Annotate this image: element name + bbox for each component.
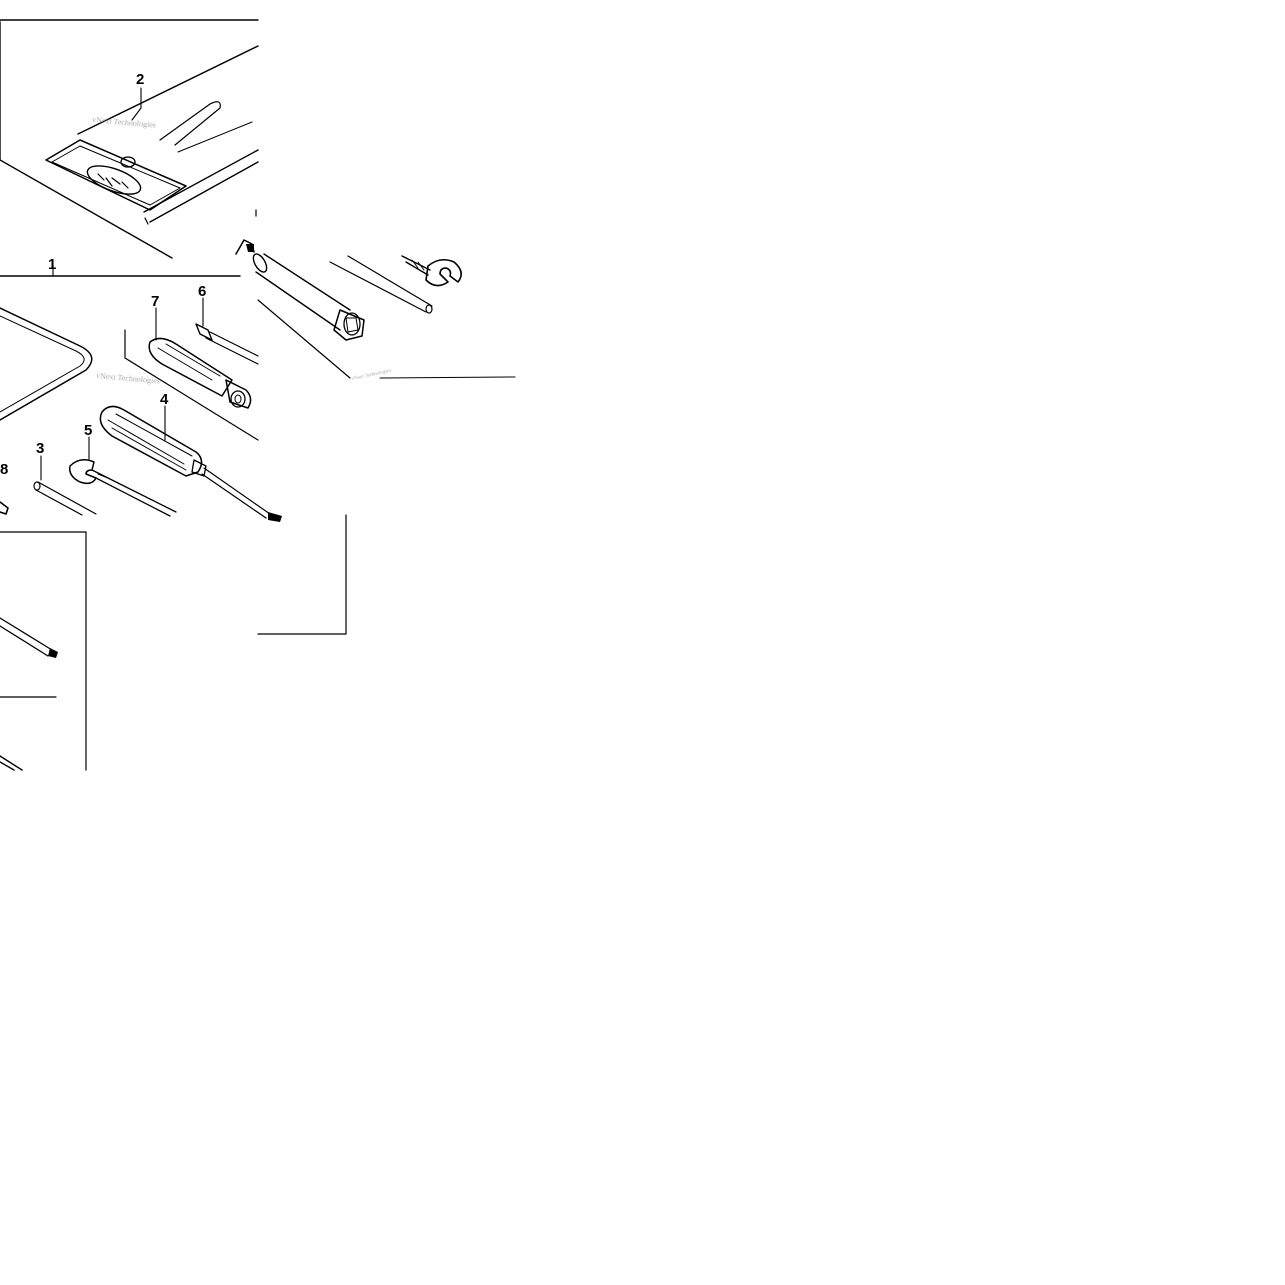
callout-7: 7 bbox=[151, 293, 159, 310]
callout-1: 1 bbox=[48, 256, 56, 273]
tool-bag-illustration bbox=[0, 21, 259, 259]
watermark-right: vNext Technologies bbox=[351, 369, 391, 382]
callout-5: 5 bbox=[84, 422, 92, 439]
callout-2: 2 bbox=[136, 71, 144, 88]
extension-bar-illustration bbox=[0, 617, 58, 771]
rod-illustration bbox=[33, 481, 97, 516]
callout-labels: 1 2 3 4 5 6 7 8 bbox=[0, 71, 206, 478]
double-wrench-illustration bbox=[68, 459, 177, 517]
watermarks: vNext Technologies vNext Technologies vN… bbox=[92, 115, 392, 386]
callout-4: 4 bbox=[160, 391, 169, 408]
watermark-top: vNext Technologies bbox=[92, 115, 156, 130]
box-spanner-illustration bbox=[124, 329, 259, 441]
screwdriver-illustration bbox=[99, 405, 282, 522]
screwdriver-bit-illustration bbox=[195, 323, 259, 365]
callout-8: 8 bbox=[0, 461, 8, 478]
callout-leader-lines bbox=[40, 87, 204, 481]
socket-wrench-illustration bbox=[235, 209, 433, 341]
open-wrench-illustration bbox=[401, 255, 462, 287]
part-8-illustration bbox=[0, 501, 9, 515]
callout-3: 3 bbox=[36, 440, 44, 457]
diagram-frame-lines bbox=[0, 19, 516, 771]
callout-6: 6 bbox=[198, 283, 206, 300]
tool-tray-illustration bbox=[0, 307, 93, 421]
